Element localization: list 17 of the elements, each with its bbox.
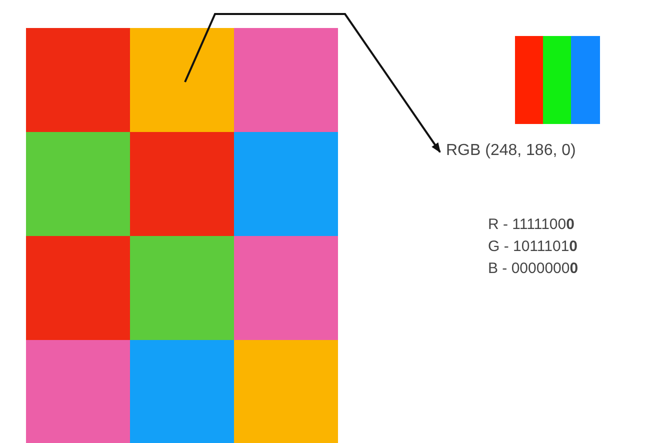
pixel-square xyxy=(26,132,130,236)
arrow xyxy=(184,13,441,153)
pixel-square xyxy=(234,236,338,340)
binary-value-text: G - 10111010 xyxy=(488,238,578,255)
pixel-square xyxy=(234,340,338,443)
pixel-square xyxy=(130,340,234,443)
pixel-square xyxy=(234,132,338,236)
pixel-square xyxy=(234,28,338,132)
binary-value-text: B - 00000000 xyxy=(488,260,578,277)
pixel-square xyxy=(26,340,130,443)
binary-value-text: R - 11111000 xyxy=(488,216,574,233)
pixel-square xyxy=(130,132,234,236)
pixel-square xyxy=(130,236,234,340)
color-value-text: RGB (248, 186, 0) xyxy=(446,142,576,160)
pixel-square xyxy=(26,236,130,340)
pixel-square xyxy=(26,28,130,132)
pixel-square xyxy=(130,28,234,132)
